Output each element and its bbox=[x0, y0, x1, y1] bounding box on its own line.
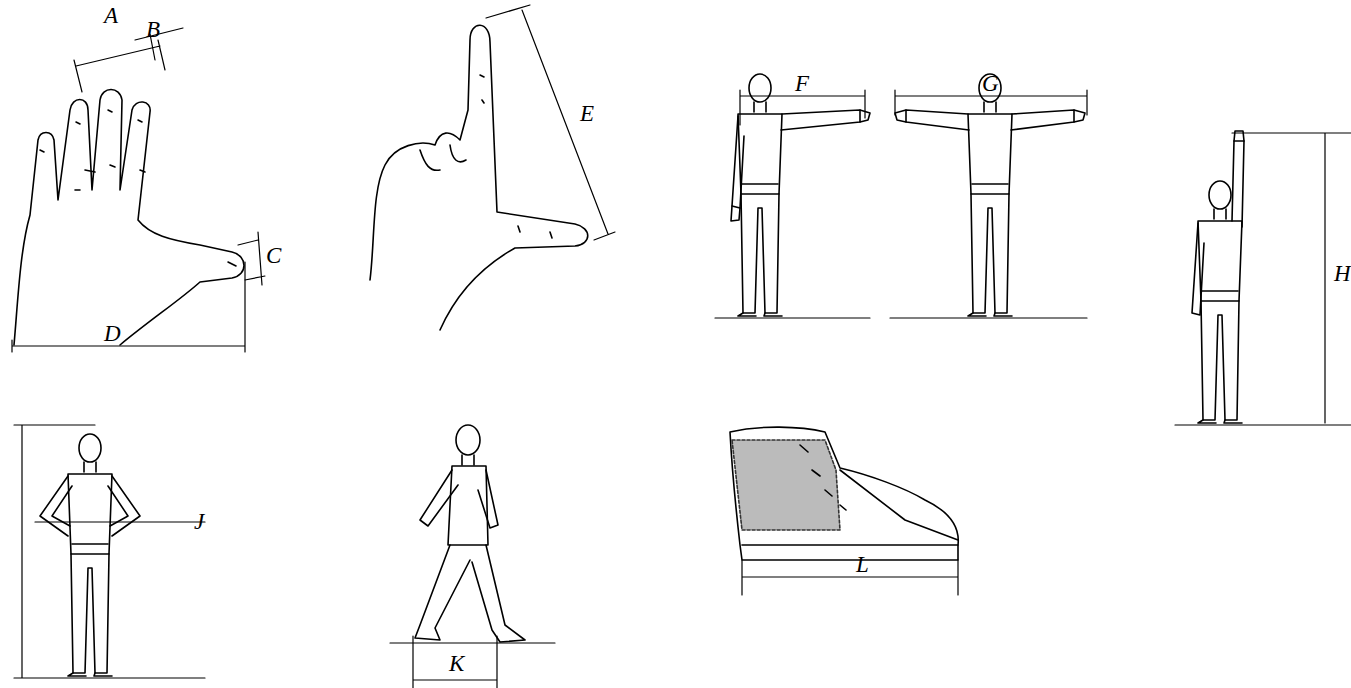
dimension-lines bbox=[14, 425, 205, 678]
shoe-drawing bbox=[730, 427, 958, 560]
person-figure bbox=[731, 74, 870, 316]
hand-drawing bbox=[370, 25, 588, 330]
dimension-label: K bbox=[449, 652, 464, 675]
dimension-lines bbox=[715, 90, 870, 318]
dimension-lines bbox=[1175, 133, 1351, 425]
dimension-label: G bbox=[982, 72, 999, 95]
person-figure bbox=[895, 74, 1085, 316]
dimension-lines bbox=[12, 28, 265, 352]
dimension-label: D bbox=[104, 322, 121, 345]
dimension-lines bbox=[742, 560, 958, 595]
dimension-lines bbox=[390, 636, 555, 688]
dimension-label: J bbox=[194, 510, 204, 533]
person-figure bbox=[1192, 131, 1244, 423]
dimension-label: C bbox=[266, 244, 281, 267]
dimension-label: H bbox=[1334, 262, 1351, 285]
dimension-lines bbox=[890, 90, 1087, 318]
dimension-label: B bbox=[146, 18, 160, 41]
dimension-label: L bbox=[856, 553, 869, 576]
hand-drawing bbox=[14, 90, 244, 346]
dimension-lines bbox=[486, 5, 615, 240]
walking-figure bbox=[415, 425, 525, 642]
dimension-label: E bbox=[580, 102, 594, 125]
person-figure bbox=[40, 434, 140, 676]
dimension-label: F bbox=[795, 72, 809, 95]
dimension-label: A bbox=[104, 4, 118, 27]
